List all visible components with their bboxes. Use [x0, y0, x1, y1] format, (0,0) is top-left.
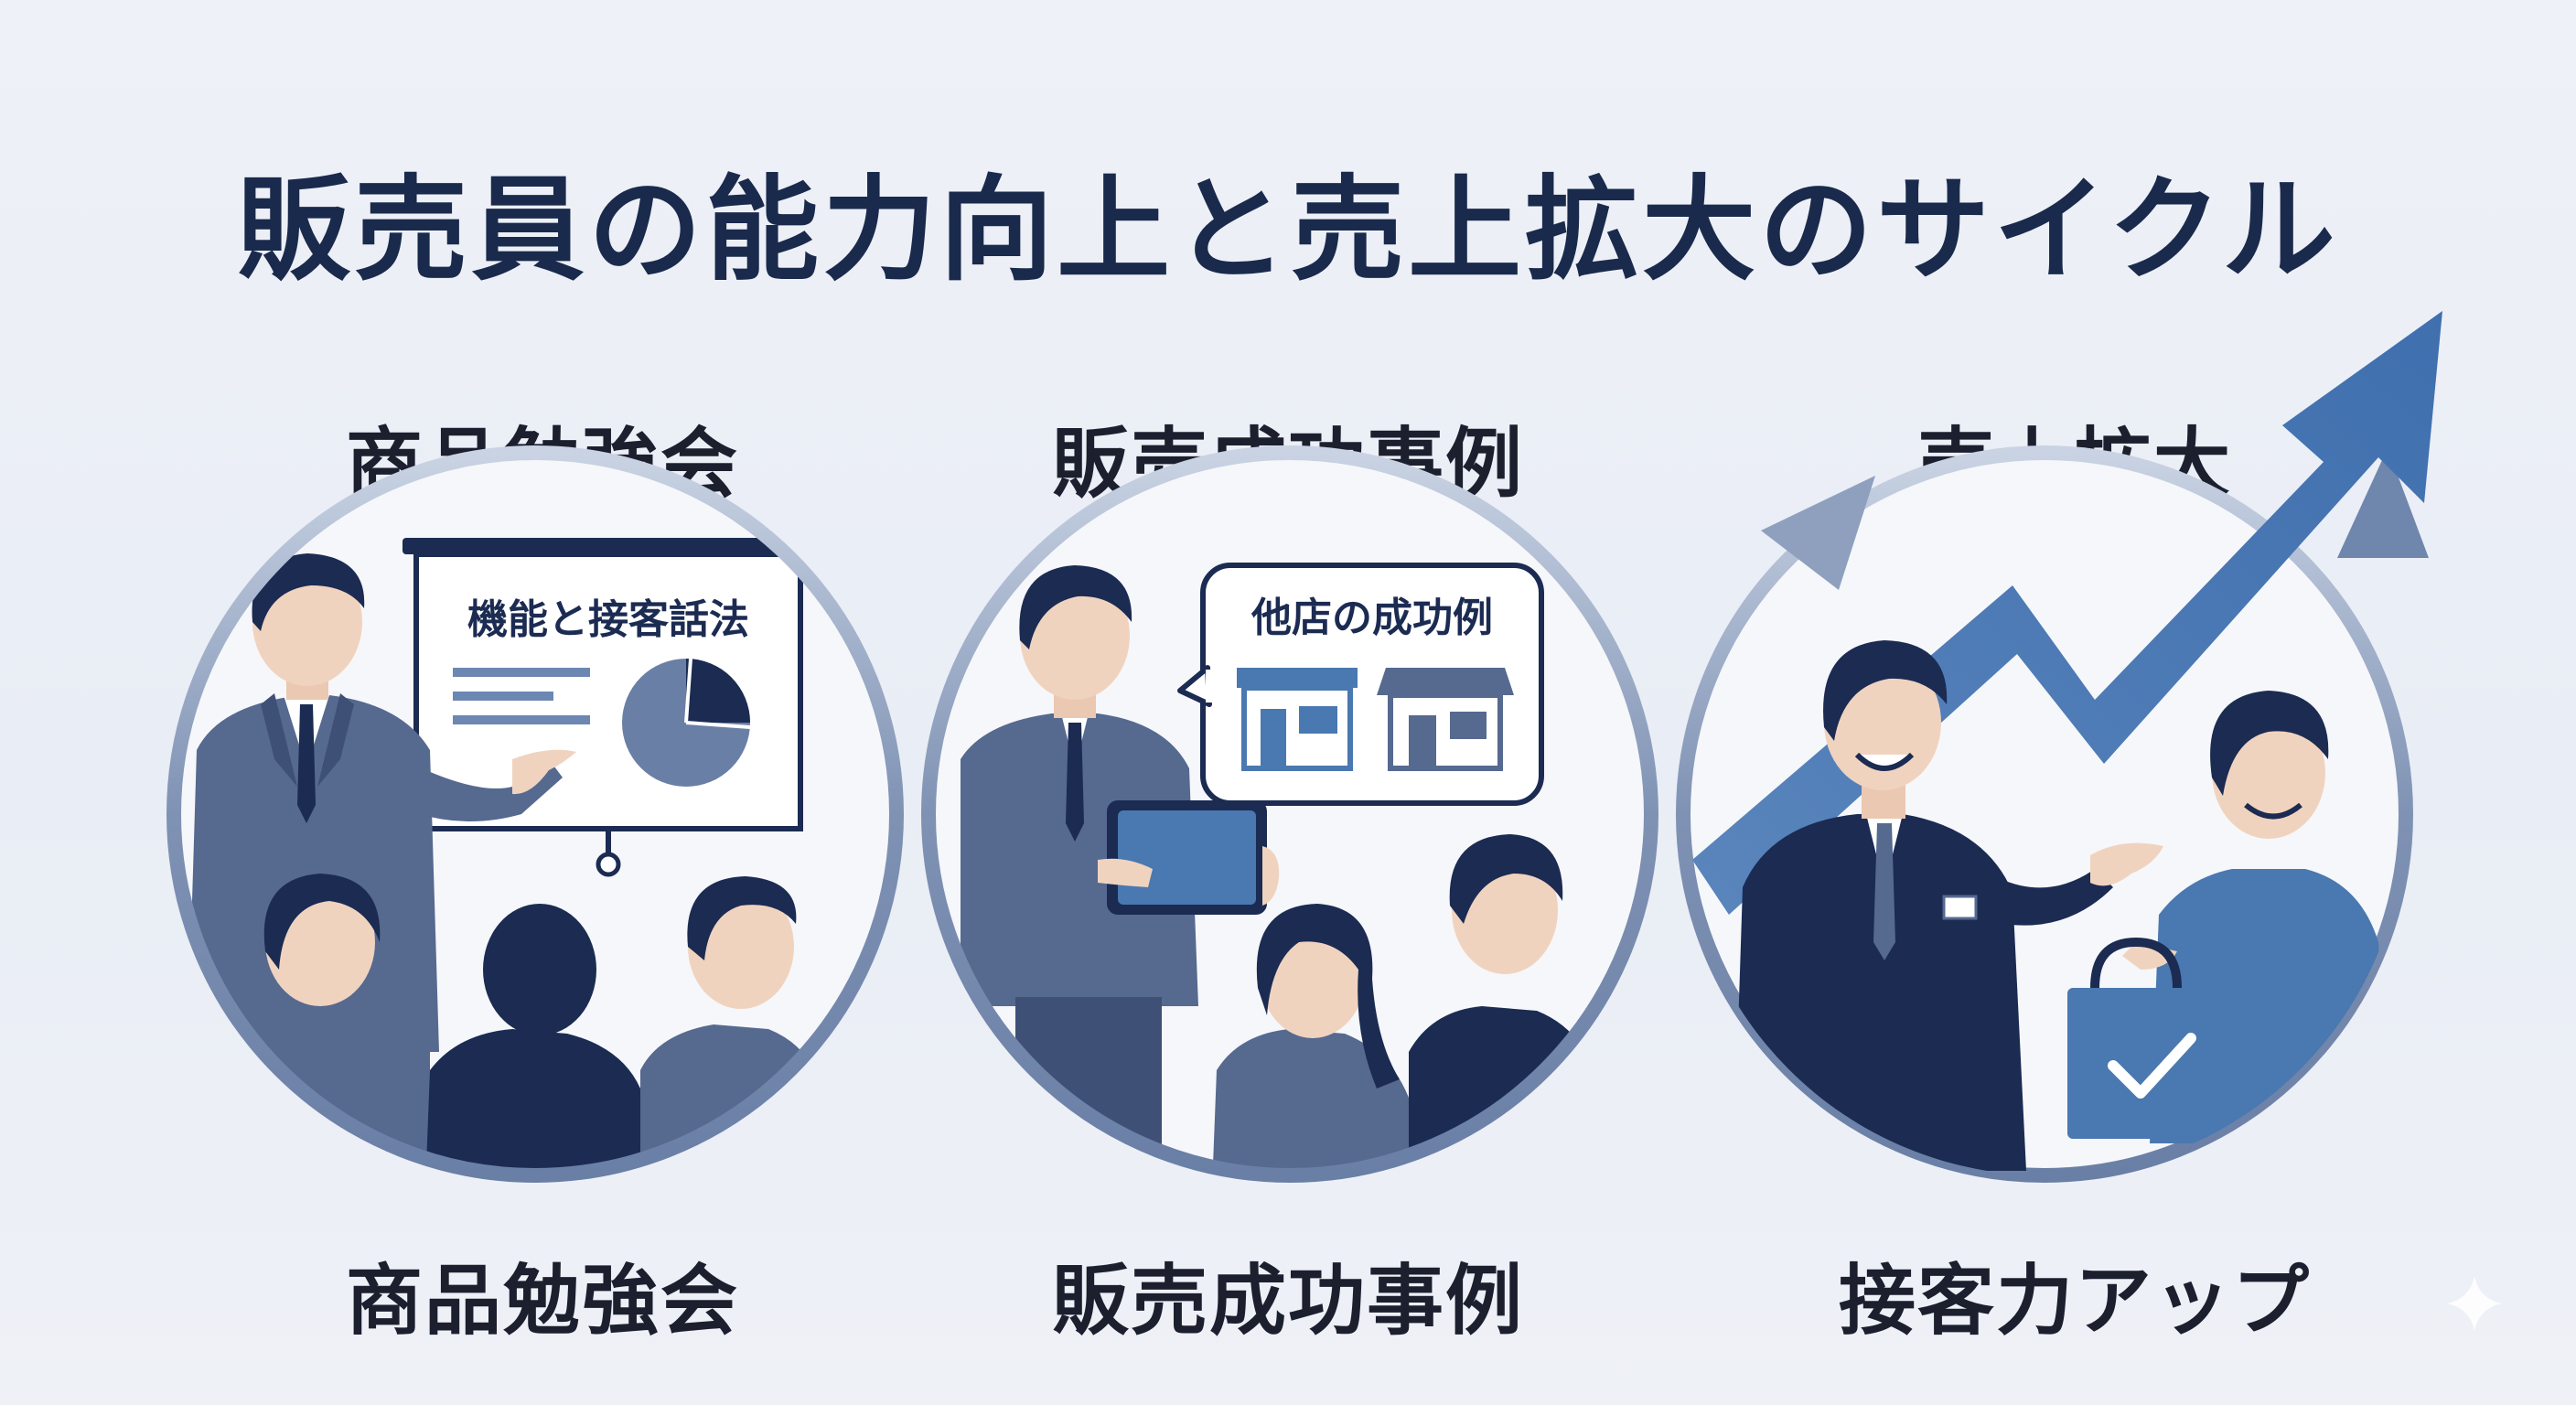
bubble-text: 他店の成功例: [1250, 595, 1493, 641]
sparkle-icon: [2447, 1276, 2502, 1331]
panel-2-bottom-label: 販売成功事例: [1051, 1256, 1524, 1346]
speech-bubble: 他店の成功例: [1177, 563, 1544, 806]
store-icon: [1237, 668, 1358, 771]
presentation-board-icon: 機能と接客話法: [402, 538, 814, 877]
panel-3-bottom-label: 接客力アップ: [1838, 1256, 2311, 1346]
cycle-arrowhead-right-icon: [2337, 448, 2429, 558]
board-text: 機能と接客話法: [467, 596, 749, 643]
salesperson-figure: [1733, 640, 2163, 1171]
panel-1-bottom-label: 商品勉強会: [345, 1256, 739, 1346]
tablet-icon: [1107, 800, 1267, 915]
page-title: 販売員の能力向上と売上拡大のサイクル: [237, 165, 2339, 296]
cycle-arrowhead-left-icon: [1761, 476, 1875, 590]
panel-2-scene: 他店の成功例: [921, 445, 1658, 1183]
panel-3-scene: [1676, 311, 2442, 1183]
panel-1-scene: 機能と接客話法: [166, 445, 904, 1183]
audience-figures: [238, 874, 823, 1175]
storefront-icon: [1377, 668, 1514, 771]
shopping-bag-icon: [2067, 937, 2232, 1139]
presenter-figure: [188, 553, 576, 1052]
